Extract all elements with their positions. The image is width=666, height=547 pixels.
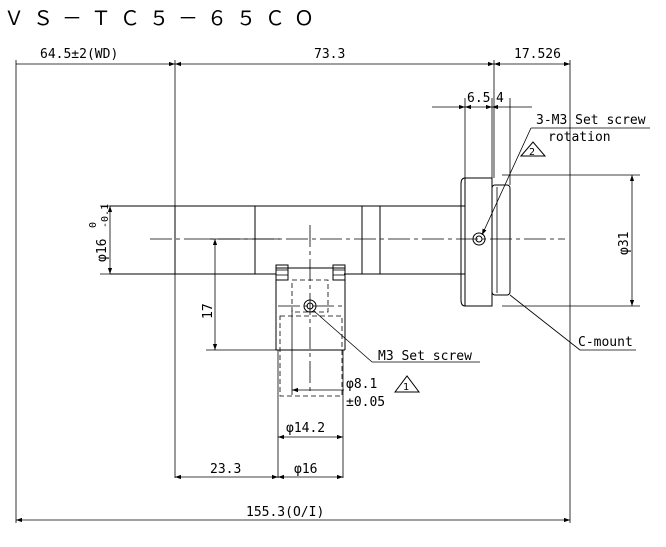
label-dia16-tolerance: φ16 0 -0.1 <box>88 204 111 262</box>
center-lines <box>150 225 565 395</box>
extension-lines <box>15 60 640 523</box>
label-offset-17: 17 <box>201 303 216 319</box>
label-23-3: 23.3 <box>210 462 241 477</box>
label-dia8-1: φ8.1 <box>346 377 377 392</box>
label-dia16: φ16 <box>95 239 110 262</box>
drawing-title: ＶＳ－ＴＣ５－６５ＣＯ <box>4 6 323 30</box>
label-body-length: 73.3 <box>314 47 345 62</box>
label-c-mount: C-mount <box>578 335 633 350</box>
note-triangle-2 <box>519 141 547 157</box>
label-dia31-group: φ31 <box>617 232 632 255</box>
note-triangle-1 <box>394 375 420 393</box>
lens-body <box>110 177 511 397</box>
label-ring-b: 4 <box>496 91 504 106</box>
label-tolerance-0-05: ±0.05 <box>346 395 385 410</box>
note-number-2: 2 <box>529 147 535 158</box>
leader-lines <box>313 127 650 363</box>
dimension-lines <box>16 61 635 523</box>
label-m3-set-screw: M3 Set screw <box>378 349 472 364</box>
label-overall-length: 155.3(O/I) <box>246 505 324 520</box>
label-ring-a: 6.5 <box>467 91 490 106</box>
note-number-1: 1 <box>403 382 409 393</box>
label-rear-length: 17.526 <box>514 47 561 62</box>
label-17-group: 17 <box>201 303 216 319</box>
label-dia31: φ31 <box>617 232 632 255</box>
label-3-m3-set-screw: 3-M3 Set screw <box>536 113 646 128</box>
label-dia16-tol-upper: 0 <box>88 222 99 228</box>
label-dia14-2: φ14.2 <box>286 421 325 436</box>
label-rotation: rotation <box>548 130 611 145</box>
label-dia16-port: φ16 <box>294 462 317 477</box>
label-dia16-tol-lower: -0.1 <box>100 204 111 228</box>
label-wd: 64.5±2(WD) <box>40 47 118 62</box>
